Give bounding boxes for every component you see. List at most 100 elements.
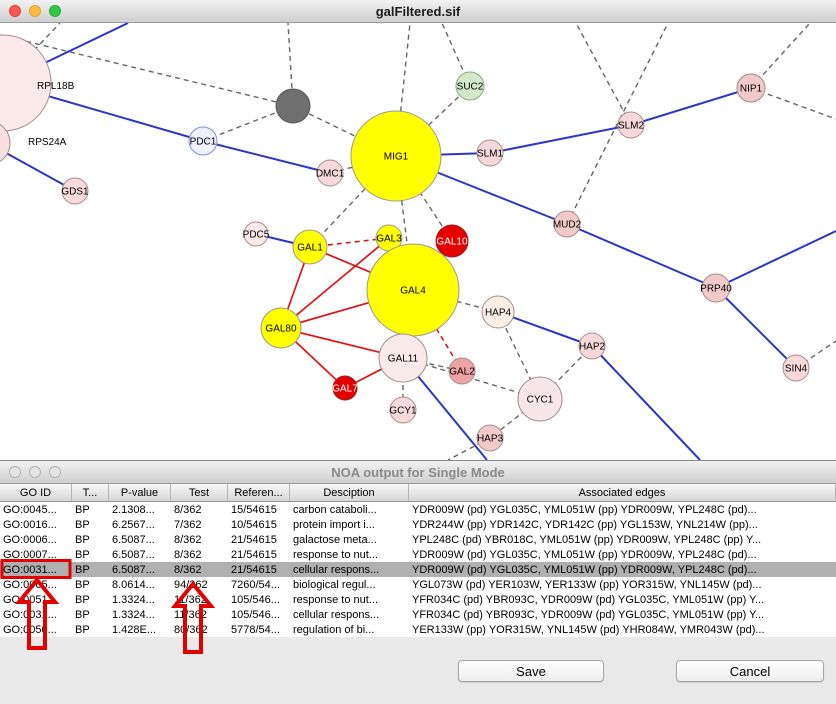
node-HAP2[interactable] — [578, 332, 606, 360]
cell-reference: 5778/54... — [231, 623, 280, 636]
edge-NIP1-border[interactable] — [750, 87, 836, 120]
cell-reference: 105/546... — [231, 608, 280, 621]
close-button[interactable] — [9, 5, 21, 17]
edge-PRP40-SIN4[interactable] — [715, 287, 797, 369]
node-GDS1[interactable] — [61, 177, 89, 205]
node-label-NIP1: NIP1 — [740, 84, 763, 95]
node-SLM1[interactable] — [476, 139, 504, 167]
cell-description: regulation of bi... — [293, 623, 375, 636]
edge-MIG1-SUC2[interactable] — [395, 85, 471, 157]
node-label-GAL7: GAL7 — [332, 384, 358, 395]
node-gray[interactable] — [275, 88, 311, 124]
close-button[interactable] — [9, 466, 21, 478]
node-HAP4[interactable] — [481, 295, 515, 329]
column-header-type[interactable]: T... — [72, 484, 109, 501]
cell-type: BP — [75, 533, 90, 546]
cell-description: response to nut... — [293, 593, 378, 606]
node-PDC1[interactable] — [188, 126, 218, 156]
edge-SLM2-NIP1[interactable] — [630, 87, 752, 126]
edge-MUD2-PRP40[interactable] — [566, 223, 717, 289]
node-DMC1[interactable] — [316, 159, 344, 187]
cell-p_value: 8.0614... — [112, 578, 155, 591]
minimize-button[interactable] — [29, 5, 41, 17]
node-SUC2[interactable] — [455, 71, 485, 101]
node-SLM2[interactable] — [617, 111, 645, 139]
edge-NIP1-border[interactable] — [750, 23, 811, 89]
edge-SLM1-SLM2[interactable] — [489, 124, 632, 154]
edge-SLM2-border[interactable] — [575, 23, 632, 126]
edge-GAL3-GAL80[interactable] — [280, 237, 390, 329]
node-SIN4[interactable] — [782, 354, 810, 382]
cell-type: BP — [75, 548, 90, 561]
window-title: NOA output for Single Mode — [331, 464, 505, 480]
cell-test: 8/362 — [174, 563, 202, 576]
zoom-button[interactable] — [49, 5, 61, 17]
edge-PDC1-DMC1[interactable] — [202, 140, 331, 174]
cell-test: 8/362 — [174, 548, 202, 561]
node-MIG1[interactable] — [350, 110, 442, 202]
cell-reference: 21/54615 — [231, 533, 277, 546]
node-GAL7[interactable] — [332, 375, 358, 401]
edge-MUD2-border[interactable] — [566, 23, 669, 225]
edge-gray-MIG1[interactable] — [292, 105, 397, 157]
node-label-PDC1: PDC1 — [190, 137, 217, 148]
edge-HAP4-HAP2[interactable] — [497, 311, 593, 347]
edge-PRP40-border[interactable] — [715, 230, 836, 289]
column-header-p_value[interactable]: P-value — [109, 484, 171, 501]
edge-HAP3-border[interactable] — [447, 437, 491, 460]
cell-p_value: 1.3324... — [112, 593, 155, 606]
node-GAL2[interactable] — [448, 357, 476, 385]
node-RPS24A[interactable] — [0, 121, 11, 165]
node-GAL80[interactable] — [260, 307, 302, 349]
edge-HAP2-border[interactable] — [591, 345, 701, 460]
cell-type: BP — [75, 578, 90, 591]
cell-go_id: GO:0045... — [3, 503, 57, 516]
node-MUD2[interactable] — [553, 210, 581, 238]
node-label-MIG1: MIG1 — [384, 152, 409, 163]
noa-window-titlebar[interactable]: NOA output for Single Mode — [0, 461, 836, 484]
minimize-button[interactable] — [29, 466, 41, 478]
column-header-reference[interactable]: Referen... — [228, 484, 290, 501]
column-header-go_id[interactable]: GO ID — [0, 484, 72, 501]
cell-go_id: GO:0031... — [3, 608, 57, 621]
node-PRP40[interactable] — [701, 273, 731, 303]
node-CYC1[interactable] — [517, 376, 563, 422]
save-button[interactable]: Save — [458, 660, 604, 682]
cell-type: BP — [75, 518, 90, 531]
cell-go_id: GO:0031... — [3, 563, 57, 576]
node-GAL11[interactable] — [378, 333, 428, 383]
zoom-button[interactable] — [49, 466, 61, 478]
column-header-test[interactable]: Test — [171, 484, 228, 501]
cell-test: 11/362 — [174, 608, 207, 621]
column-header-edges[interactable]: Associated edges — [409, 484, 836, 501]
edge-HAP4-CYC1[interactable] — [497, 311, 541, 400]
node-PDC5[interactable] — [243, 221, 269, 247]
node-label-GAL11: GAL11 — [388, 354, 419, 365]
column-header-description[interactable]: Desciption — [290, 484, 409, 501]
edge-SIN4-border[interactable] — [795, 340, 836, 369]
node-GCY1[interactable] — [389, 396, 417, 424]
cell-go_id: GO:0050... — [3, 623, 57, 636]
edge-PDC1-gray[interactable] — [202, 105, 294, 142]
edge-GAL4-GAL2[interactable] — [412, 289, 463, 372]
node-NIP1[interactable] — [736, 73, 766, 103]
node-GAL10[interactable] — [435, 224, 469, 258]
cancel-button[interactable]: Cancel — [676, 660, 824, 682]
node-HAP3[interactable] — [476, 424, 504, 452]
network-window-titlebar[interactable]: galFiltered.sif — [0, 0, 836, 23]
node-GAL1[interactable] — [292, 229, 328, 265]
cell-go_id: GO:0065... — [3, 578, 57, 591]
node-label-GAL2: GAL2 — [449, 367, 475, 378]
